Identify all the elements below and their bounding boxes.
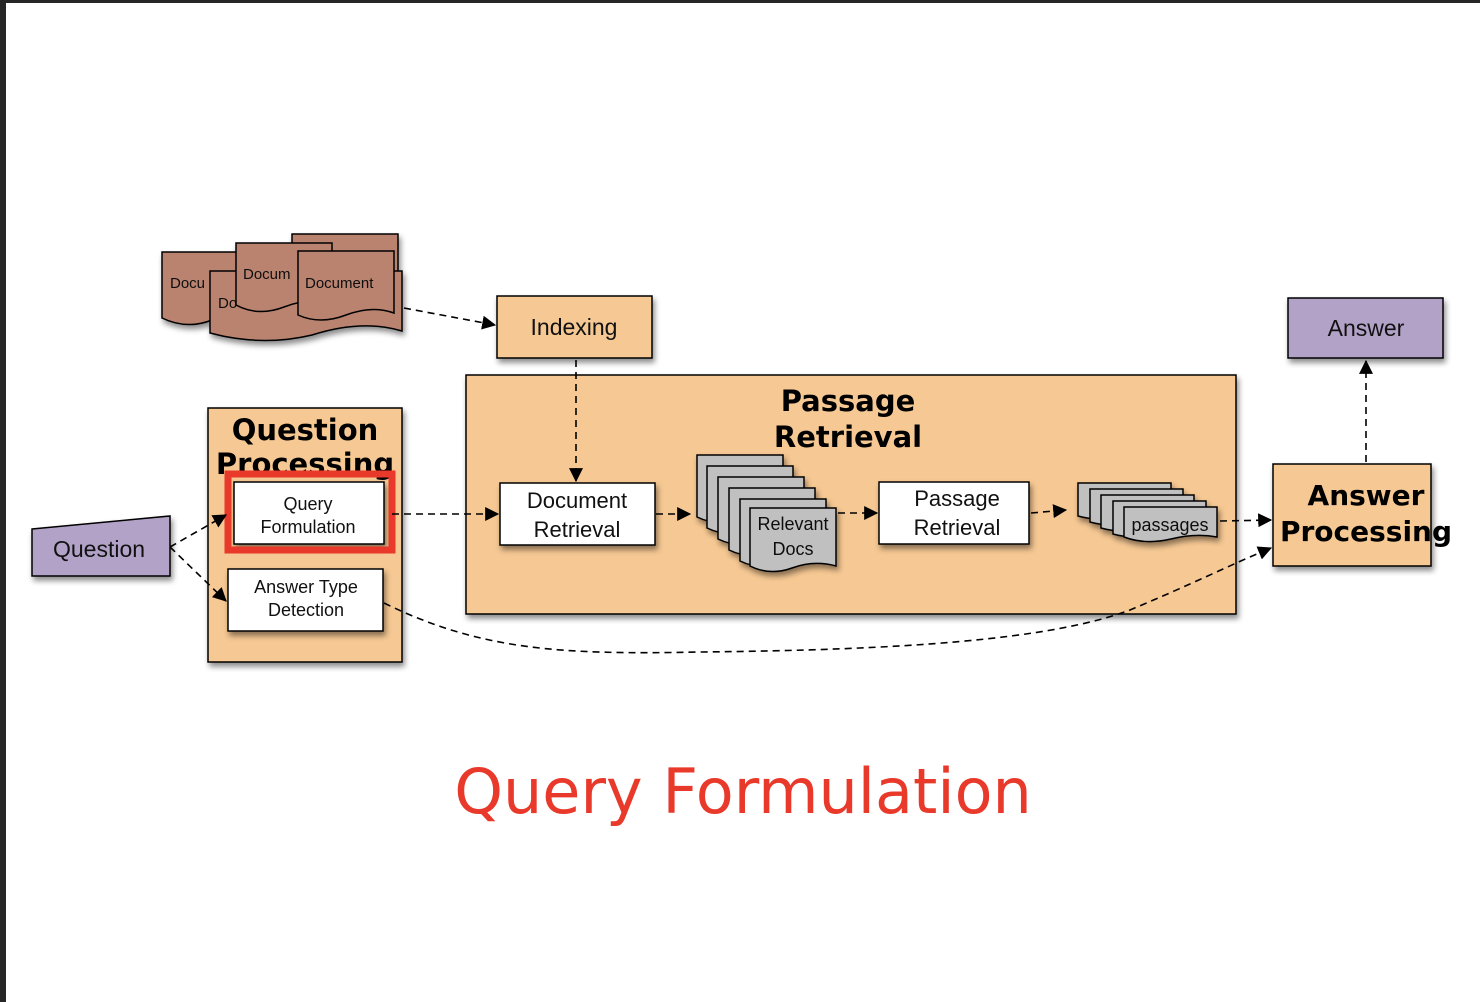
document-retrieval-node: Document Retrieval bbox=[499, 482, 656, 546]
arrow-question-to-answer-type bbox=[169, 546, 227, 602]
passages-label: passages bbox=[1131, 515, 1208, 535]
document-icon bbox=[297, 250, 395, 321]
slide-title: Query Formulation bbox=[454, 755, 1032, 828]
highlight-box bbox=[224, 470, 396, 554]
document-label: Docu bbox=[170, 275, 205, 292]
qa-pipeline-diagram: Docu Do Docum Document Indexing Question… bbox=[31, 233, 1452, 663]
arrow-passages-to-answer-processing bbox=[1219, 513, 1273, 528]
answer-type-detection-node: Answer Type Detection bbox=[227, 568, 384, 632]
arrow-passage-retrieval-to-passages bbox=[1030, 504, 1068, 519]
slide: Docu Do Docum Document Indexing Question… bbox=[6, 3, 1480, 1002]
answer-type-detection-label: Detection bbox=[268, 600, 344, 620]
relevant-docs-label: Relevant bbox=[757, 514, 828, 534]
question-label: Question bbox=[53, 536, 145, 562]
query-formulation-label: Formulation bbox=[260, 517, 355, 537]
answer-label: Answer bbox=[1328, 315, 1405, 341]
relevant-docs-stack: Relevant Docs bbox=[696, 454, 837, 573]
doc-page-icon bbox=[749, 507, 837, 573]
arrow-answer-type-to-answer-processing bbox=[383, 546, 1273, 654]
arrow-documents-to-indexing bbox=[403, 307, 497, 330]
query-formulation-label: Query bbox=[283, 494, 332, 514]
passage-retrieval-node: Passage Retrieval bbox=[878, 481, 1030, 545]
passage-retrieval-title: Retrieval bbox=[774, 420, 922, 454]
document-label: Do bbox=[218, 295, 237, 312]
relevant-docs-label: Docs bbox=[772, 539, 813, 559]
answer-node: Answer bbox=[1287, 297, 1444, 359]
document-label: Docum bbox=[243, 266, 291, 283]
document-retrieval-label: Document bbox=[527, 488, 627, 513]
passage-retrieval-label: Retrieval bbox=[914, 515, 1001, 540]
document-retrieval-label: Retrieval bbox=[534, 517, 621, 542]
passage-retrieval-title: Passage bbox=[781, 384, 916, 418]
question-node: Question bbox=[31, 515, 171, 577]
answer-type-detection-label: Answer Type bbox=[254, 577, 358, 597]
document-label: Document bbox=[305, 275, 374, 292]
passage-page-icon bbox=[1123, 506, 1218, 543]
indexing-label: Indexing bbox=[531, 314, 618, 340]
arrow-question-to-query-formulation bbox=[169, 514, 228, 548]
question-processing-title: Question bbox=[232, 413, 379, 447]
answer-processing-label: Answer bbox=[1308, 479, 1425, 512]
answer-processing-label: Processing bbox=[1280, 515, 1452, 548]
indexing-node: Indexing bbox=[496, 295, 653, 359]
passages-stack: passages bbox=[1077, 482, 1218, 543]
document-collection: Docu Do Docum Document bbox=[161, 233, 403, 342]
query-formulation-node: Query Formulation bbox=[233, 481, 385, 545]
passage-retrieval-label: Passage bbox=[914, 486, 1000, 511]
answer-processing-node: Answer Processing bbox=[1272, 463, 1452, 567]
